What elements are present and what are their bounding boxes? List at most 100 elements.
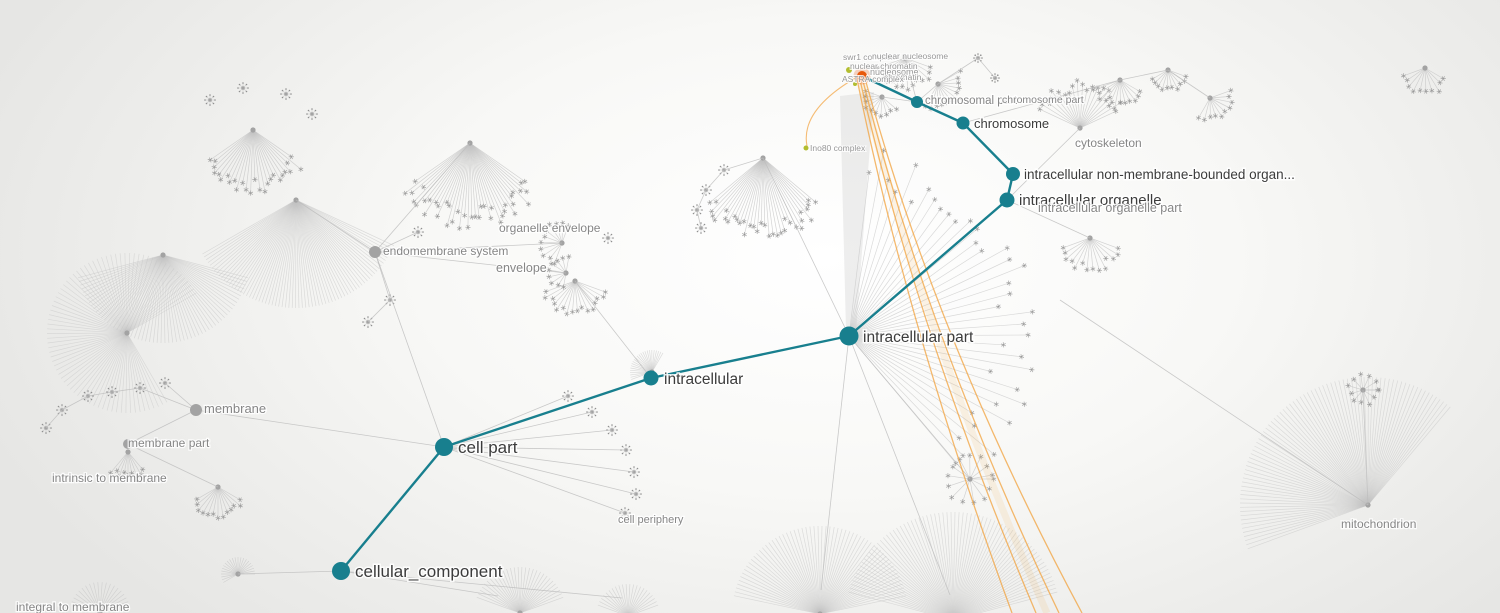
flower-tip xyxy=(314,116,317,119)
term-cluster[interactable] xyxy=(707,155,819,239)
flower-tip xyxy=(164,377,166,379)
gray-term-node[interactable] xyxy=(190,404,202,416)
term-mini-cluster[interactable] xyxy=(562,390,574,402)
orange-relation-link xyxy=(862,80,1060,613)
cluster-spoke xyxy=(126,274,182,334)
term-cluster[interactable] xyxy=(542,278,608,317)
term-cluster[interactable] xyxy=(476,566,564,613)
cluster-center-node[interactable] xyxy=(250,127,256,133)
label-cell-part[interactable]: cell part xyxy=(457,437,520,459)
term-mini-cluster[interactable] xyxy=(204,94,216,106)
term-cluster[interactable] xyxy=(207,127,304,196)
cluster-spoke xyxy=(914,518,951,613)
term-cluster[interactable] xyxy=(46,252,197,414)
label-intracellular-organelle[interactable]: intracellular organelle xyxy=(1018,191,1164,211)
term-cluster[interactable] xyxy=(221,557,255,583)
term-cluster[interactable] xyxy=(1401,65,1446,95)
ontology-edge xyxy=(127,409,197,445)
gray-term-node[interactable] xyxy=(369,246,381,258)
cluster-spoke xyxy=(977,591,1058,613)
cluster-spoke xyxy=(126,268,175,334)
cluster-spoke xyxy=(97,582,101,613)
cluster-center-node[interactable] xyxy=(160,252,166,258)
node-chromosome[interactable] xyxy=(956,116,970,130)
term-cluster[interactable] xyxy=(1195,87,1235,123)
node-intracellular-organelle[interactable] xyxy=(999,192,1015,208)
term-cluster[interactable] xyxy=(71,582,129,613)
label-intracellular-non-membrane-bounded-organ[interactable]: intracellular non-membrane-bounded organ… xyxy=(1023,166,1297,184)
term-mini-cluster[interactable] xyxy=(619,507,631,519)
term-mini-cluster[interactable] xyxy=(990,73,1000,83)
term-mini-cluster[interactable] xyxy=(306,108,318,120)
flower-tip xyxy=(370,324,373,327)
cluster-spoke xyxy=(119,253,128,334)
term-cluster[interactable] xyxy=(922,68,964,112)
term-cluster[interactable] xyxy=(77,252,249,344)
term-cluster[interactable] xyxy=(629,349,664,380)
term-cluster[interactable] xyxy=(402,140,532,232)
node-intracellular-non-membrane-bounded-organ[interactable] xyxy=(1006,167,1020,181)
highlight-path-edge xyxy=(961,121,1015,176)
cluster-spoke xyxy=(126,254,145,334)
node-intracellular[interactable] xyxy=(643,370,659,386)
term-cluster[interactable] xyxy=(1090,77,1143,112)
cluster-center-node[interactable] xyxy=(125,449,131,455)
green-term-node[interactable] xyxy=(853,82,857,86)
node-chromosomal-part[interactable] xyxy=(911,96,923,108)
term-cluster[interactable] xyxy=(733,525,907,613)
spoke-tip-icon xyxy=(226,173,231,178)
flower-center-node[interactable] xyxy=(241,86,245,90)
term-cluster[interactable] xyxy=(107,449,146,480)
cluster-spoke xyxy=(126,255,149,334)
flower-tip xyxy=(242,92,244,94)
gray-term-node[interactable] xyxy=(123,439,133,449)
term-cluster[interactable] xyxy=(1149,67,1189,93)
label-chromosome[interactable]: chromosome xyxy=(973,115,1051,133)
cluster-spoke xyxy=(848,335,960,439)
term-cluster[interactable] xyxy=(202,197,395,309)
cluster-spoke xyxy=(411,142,471,194)
node-cell-part[interactable] xyxy=(435,438,453,456)
term-mini-cluster[interactable] xyxy=(602,232,614,244)
node-cellular-component[interactable] xyxy=(332,562,350,580)
term-mini-cluster[interactable] xyxy=(280,88,292,100)
spoke-tip-icon xyxy=(1411,89,1416,94)
spoke-tip-icon xyxy=(1021,321,1026,327)
cluster-spoke xyxy=(964,565,1047,613)
term-mini-cluster[interactable] xyxy=(106,386,118,398)
term-mini-cluster[interactable] xyxy=(586,406,598,418)
label-cellular-component[interactable]: cellular_component xyxy=(354,561,505,583)
cluster-center-node[interactable] xyxy=(97,609,103,613)
term-cluster[interactable] xyxy=(1345,371,1382,408)
term-cluster[interactable] xyxy=(194,484,243,521)
flower-center-node[interactable] xyxy=(606,236,610,240)
node-intracellular-part[interactable] xyxy=(839,326,859,346)
green-term-node[interactable] xyxy=(846,67,852,73)
cluster-spoke xyxy=(725,157,764,219)
spoke-tip-icon xyxy=(1346,383,1350,388)
flower-tip xyxy=(594,414,597,417)
nucleosome-node[interactable] xyxy=(857,71,867,81)
cluster-center-node[interactable] xyxy=(517,610,523,613)
flower-center-node[interactable] xyxy=(208,98,212,102)
cluster-center-node[interactable] xyxy=(1422,65,1428,71)
term-mini-cluster[interactable] xyxy=(237,82,249,94)
green-term-node[interactable] xyxy=(803,145,809,151)
cluster-spoke xyxy=(969,478,975,503)
term-cluster[interactable] xyxy=(597,584,659,613)
term-cluster[interactable] xyxy=(1239,376,1451,550)
cluster-spoke xyxy=(223,565,239,575)
cluster-center-node[interactable] xyxy=(124,330,130,336)
flower-center-node[interactable] xyxy=(284,92,288,96)
label-membrane: membrane xyxy=(204,401,266,416)
flower-center-node[interactable] xyxy=(310,112,314,116)
label-intracellular[interactable]: intracellular xyxy=(663,370,745,390)
cluster-spoke xyxy=(733,595,817,613)
term-cluster[interactable] xyxy=(945,452,997,506)
label-intracellular-part[interactable]: intracellular part xyxy=(862,328,976,348)
term-mini-cluster[interactable] xyxy=(628,466,640,478)
term-cluster[interactable] xyxy=(1060,235,1121,273)
spoke-tip-icon xyxy=(436,203,440,209)
